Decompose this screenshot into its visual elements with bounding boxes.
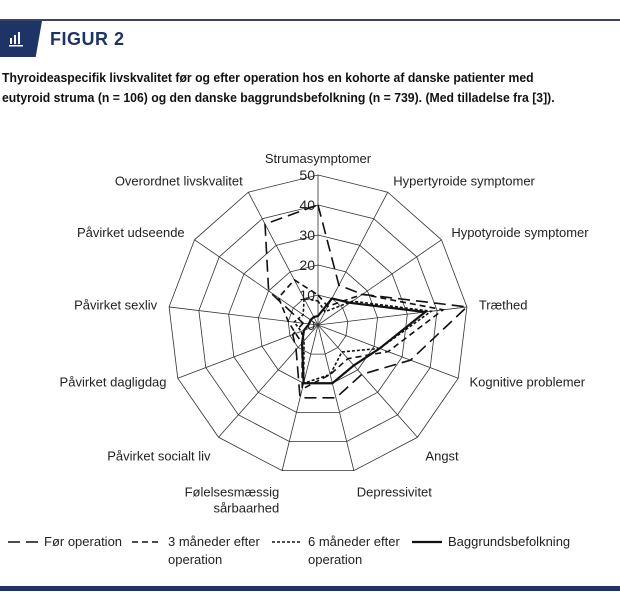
axis-label: Påvirket sexliv: [74, 297, 158, 312]
legend-item: Før operation: [8, 533, 122, 551]
axis-label: Hypertyroide symptomer: [393, 174, 535, 189]
tick-label: 20: [299, 257, 315, 273]
legend-item: Baggrundsbefolkning: [412, 533, 570, 551]
tick-label: 40: [299, 197, 315, 213]
axis-label: Hypotyroide symptomer: [451, 225, 589, 240]
series-dot: [293, 297, 434, 385]
tick-label: 50: [299, 167, 315, 183]
axis-label: Kognitive problemer: [469, 374, 585, 389]
axis-label: Påvirket socialt liv: [107, 448, 211, 463]
axis-label: Påvirket dagligdag: [60, 374, 167, 389]
legend-item: 3 måneder efter operation: [132, 533, 263, 569]
axis-label: Overordnet livskvalitet: [115, 174, 243, 189]
axis-line: [317, 324, 418, 438]
axis-line: [194, 239, 319, 326]
legend-label: Før operation: [44, 534, 123, 549]
grid-ring: [287, 294, 349, 355]
legend-swatch: [412, 540, 442, 544]
tick-label: 30: [299, 227, 315, 243]
legend-swatch: [132, 541, 162, 543]
axis-label: Træthed: [479, 297, 528, 312]
legend-label: 6 måneder efter operation: [308, 534, 400, 567]
bar-chart-icon: [0, 21, 42, 57]
top-rule: [0, 19, 620, 21]
axis-line: [317, 239, 442, 326]
series-longdash: [264, 203, 469, 399]
tick-label: 0: [307, 317, 315, 333]
axis-label: Påvirket udseende: [77, 225, 185, 240]
series-solid: [300, 297, 428, 385]
series-dash: [277, 278, 445, 391]
grid-ring: [228, 234, 408, 413]
grid-ring: [168, 174, 468, 472]
bottom-rule: [0, 586, 620, 591]
axis-line: [177, 324, 319, 379]
legend-item: 6 måneder efter operation: [272, 533, 403, 569]
axis-line: [247, 191, 319, 326]
legend-swatch: [272, 541, 302, 543]
axis-label: Strumasymptomer: [265, 151, 372, 166]
figure-caption: Thyroideaspecifik livskvalitet før og ef…: [2, 70, 555, 105]
axis-label: Depressivitet: [357, 484, 433, 499]
legend-swatch: [8, 541, 38, 543]
axis-line: [317, 324, 355, 471]
figure-title: FIGUR 2: [50, 29, 125, 49]
axis-label: Angst: [425, 448, 459, 463]
axis-line: [281, 324, 319, 471]
legend-label: Baggrundsbefolkning: [448, 534, 571, 549]
grid-ring: [198, 204, 438, 442]
legend-label: 3 måneder efter operation: [168, 534, 260, 567]
